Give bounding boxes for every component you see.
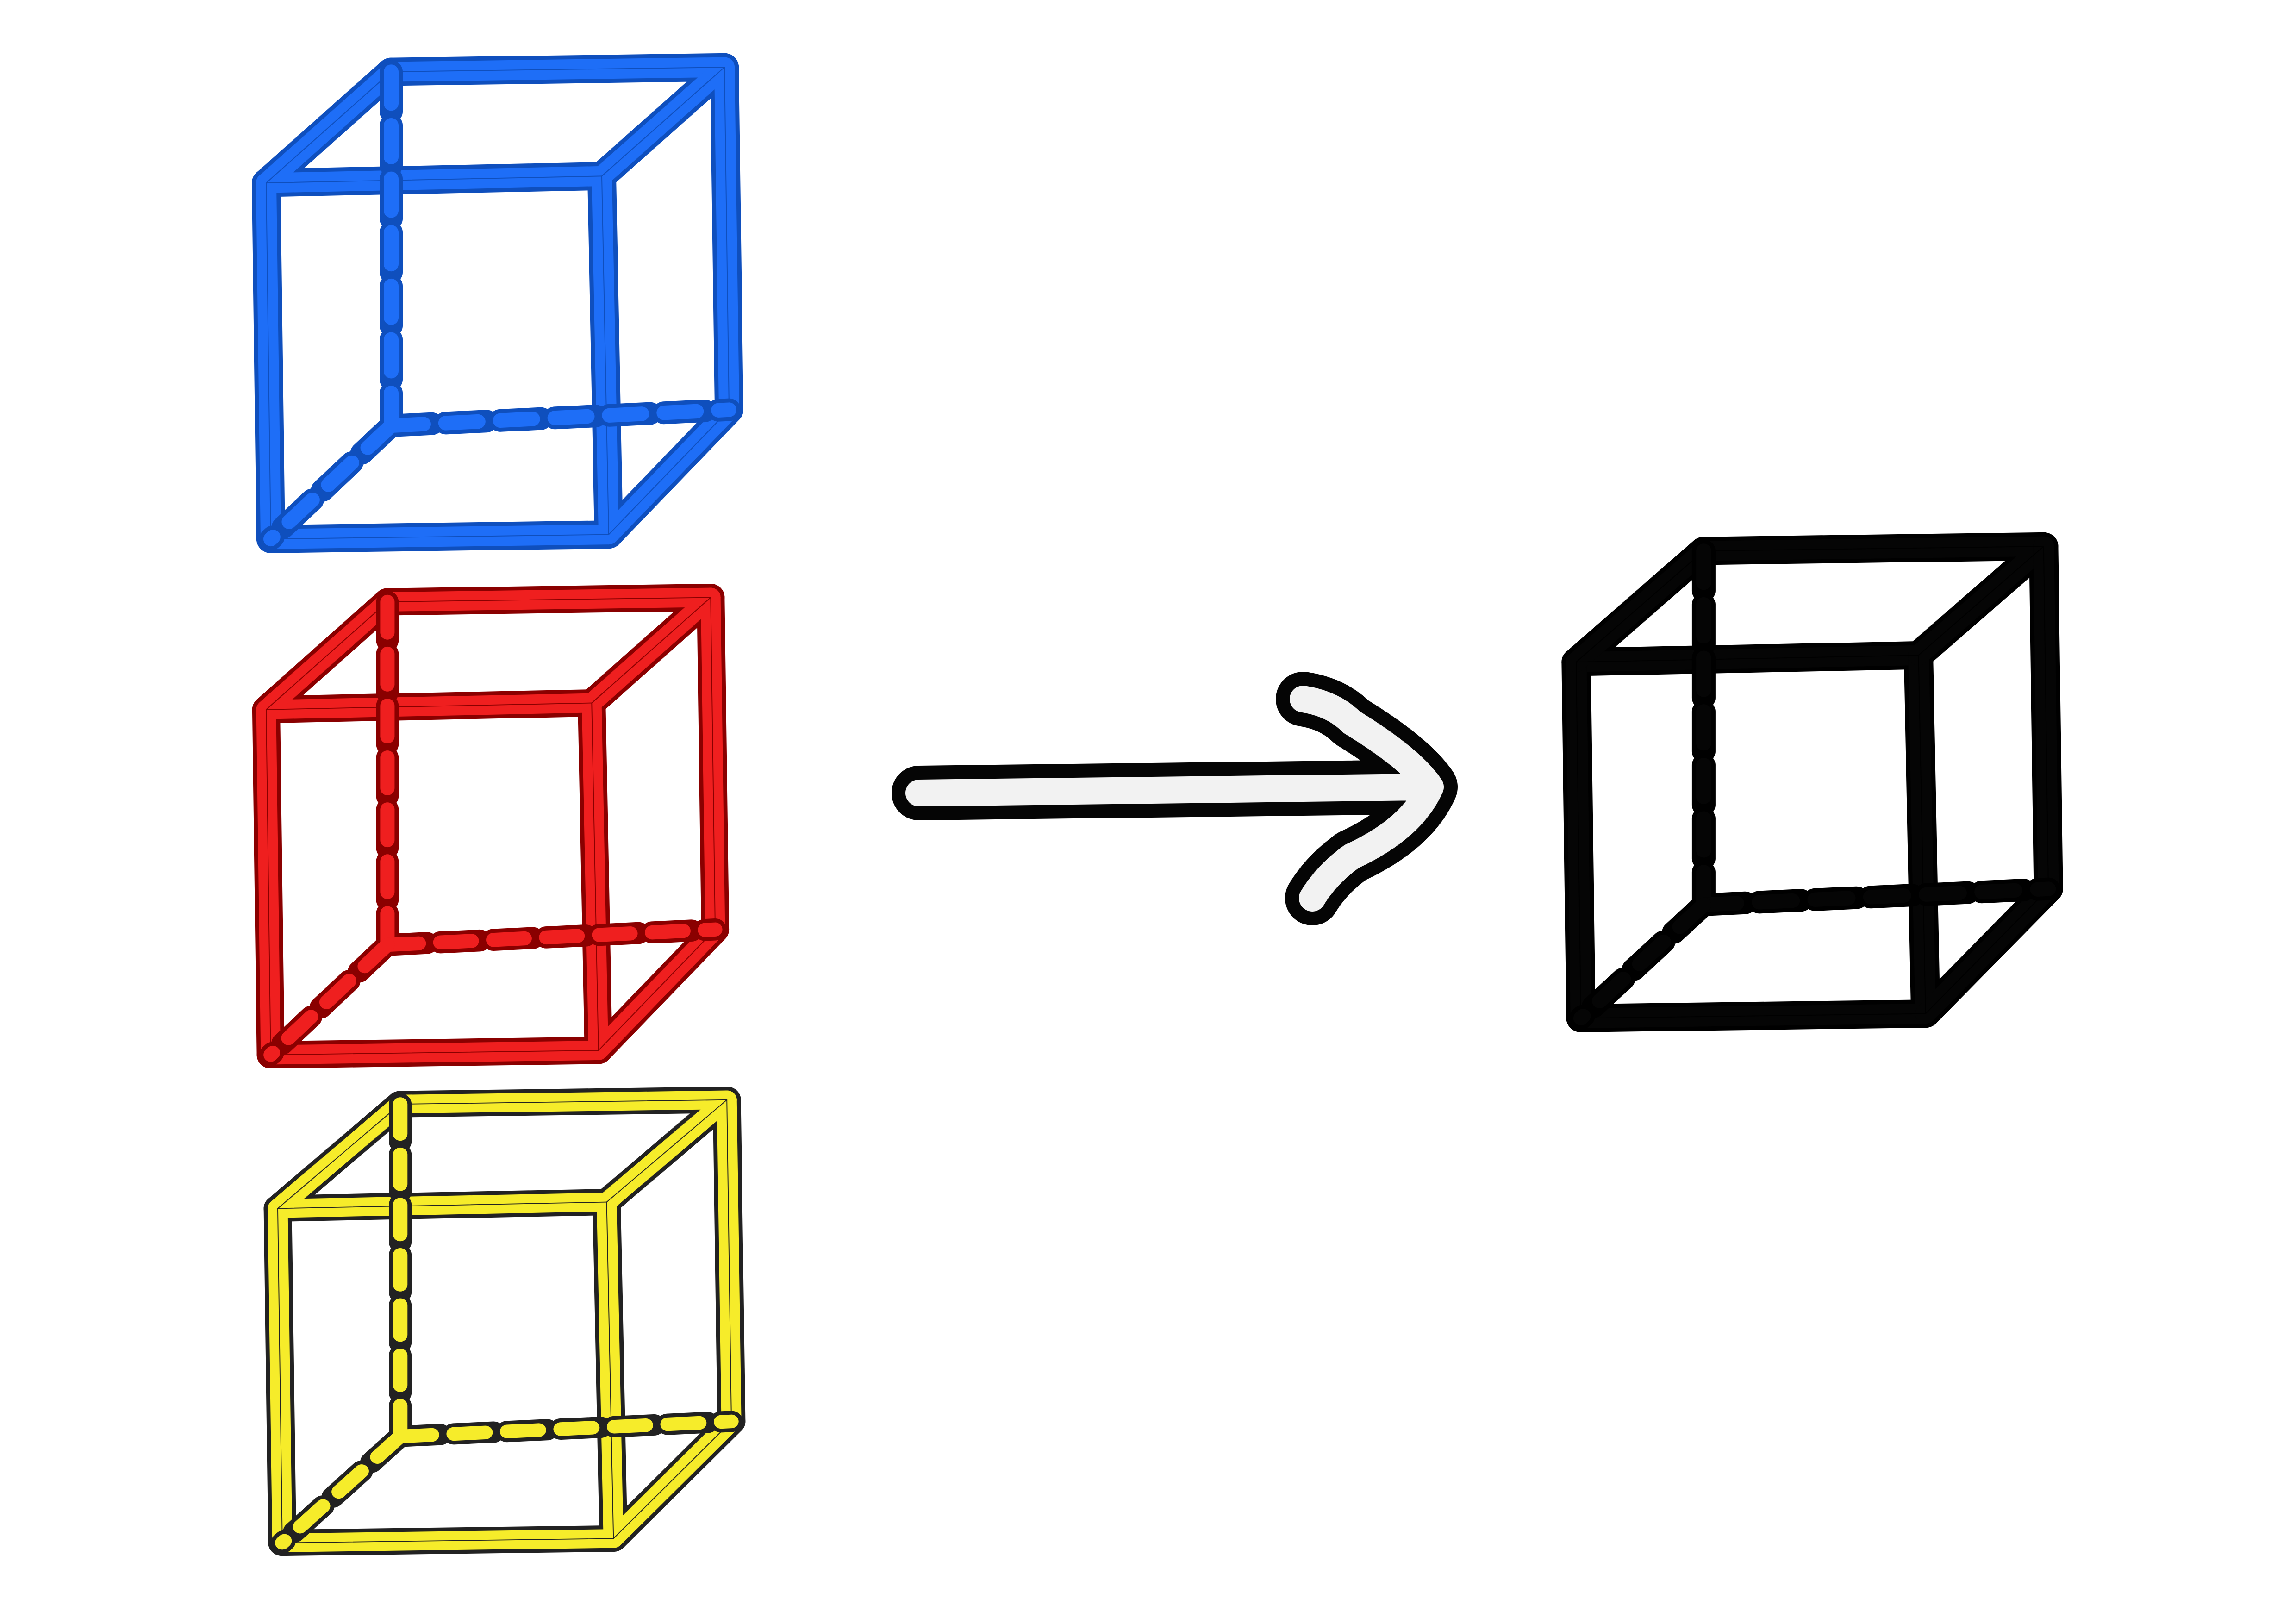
cube-edge-seam <box>277 1201 607 1209</box>
cube-edge-seam <box>710 597 716 930</box>
cube-edge-seam <box>598 929 716 1051</box>
cube-hidden-edge <box>384 402 736 433</box>
cube-edge-seam <box>266 709 271 1056</box>
cube-edge-seam <box>1575 655 1919 663</box>
cube-edge-seam <box>601 175 609 535</box>
cube-edge-seam <box>606 1099 728 1203</box>
red-cube <box>252 584 730 1068</box>
cube-edge-seam <box>1918 546 2044 656</box>
cube-edge-seam <box>277 1208 283 1543</box>
cube-edge-seam <box>277 1104 401 1209</box>
right-arrow-icon <box>892 672 1458 925</box>
cube-edge-seam <box>270 1050 599 1056</box>
cube-edge-seam <box>591 702 599 1051</box>
yellow-cube <box>263 1087 746 1556</box>
cube-edge-seam <box>1918 655 1926 1014</box>
cube-hidden-edge <box>1696 881 2056 912</box>
cube-hidden-edge <box>380 922 723 952</box>
cube-hidden-edge <box>393 1414 739 1443</box>
black-cube <box>1561 532 2063 1032</box>
cube-hidden-edge <box>263 937 395 1062</box>
cube-edge-seam <box>399 1099 728 1105</box>
cube-edge-seam <box>1580 1013 1926 1019</box>
cube-edge-seam <box>606 1201 614 1539</box>
cube-edge-seam <box>266 601 388 710</box>
cube-edge-seam <box>726 1099 732 1422</box>
cube-hidden-edge <box>263 418 399 547</box>
cube-edge-seam <box>391 67 725 72</box>
cube-edge-seam <box>613 1421 732 1539</box>
cube-edge-seam <box>2043 546 2049 890</box>
cube-edge-seam <box>387 597 711 602</box>
cube-edge-seam <box>270 534 609 540</box>
cube-edge-seam <box>601 67 725 177</box>
cube-hidden-edge <box>1573 897 1711 1026</box>
cube-edge-seam <box>1703 546 2044 551</box>
cube-hidden-edge <box>275 1429 408 1550</box>
cube-edge-seam <box>266 175 602 184</box>
blue-cube <box>252 53 743 553</box>
cube-edge-seam <box>281 1538 614 1543</box>
cube-edge-seam <box>724 67 730 411</box>
cube-edge-seam <box>1925 888 2049 1014</box>
cube-edge-seam <box>266 702 593 710</box>
cube-edge-seam <box>608 409 730 535</box>
cube-edge-seam <box>266 71 392 184</box>
cube-edge-seam <box>1575 662 1582 1019</box>
cube-edge-seam <box>591 597 711 704</box>
cube-edge-seam <box>1575 550 1704 663</box>
cube-edge-seam <box>266 182 271 540</box>
